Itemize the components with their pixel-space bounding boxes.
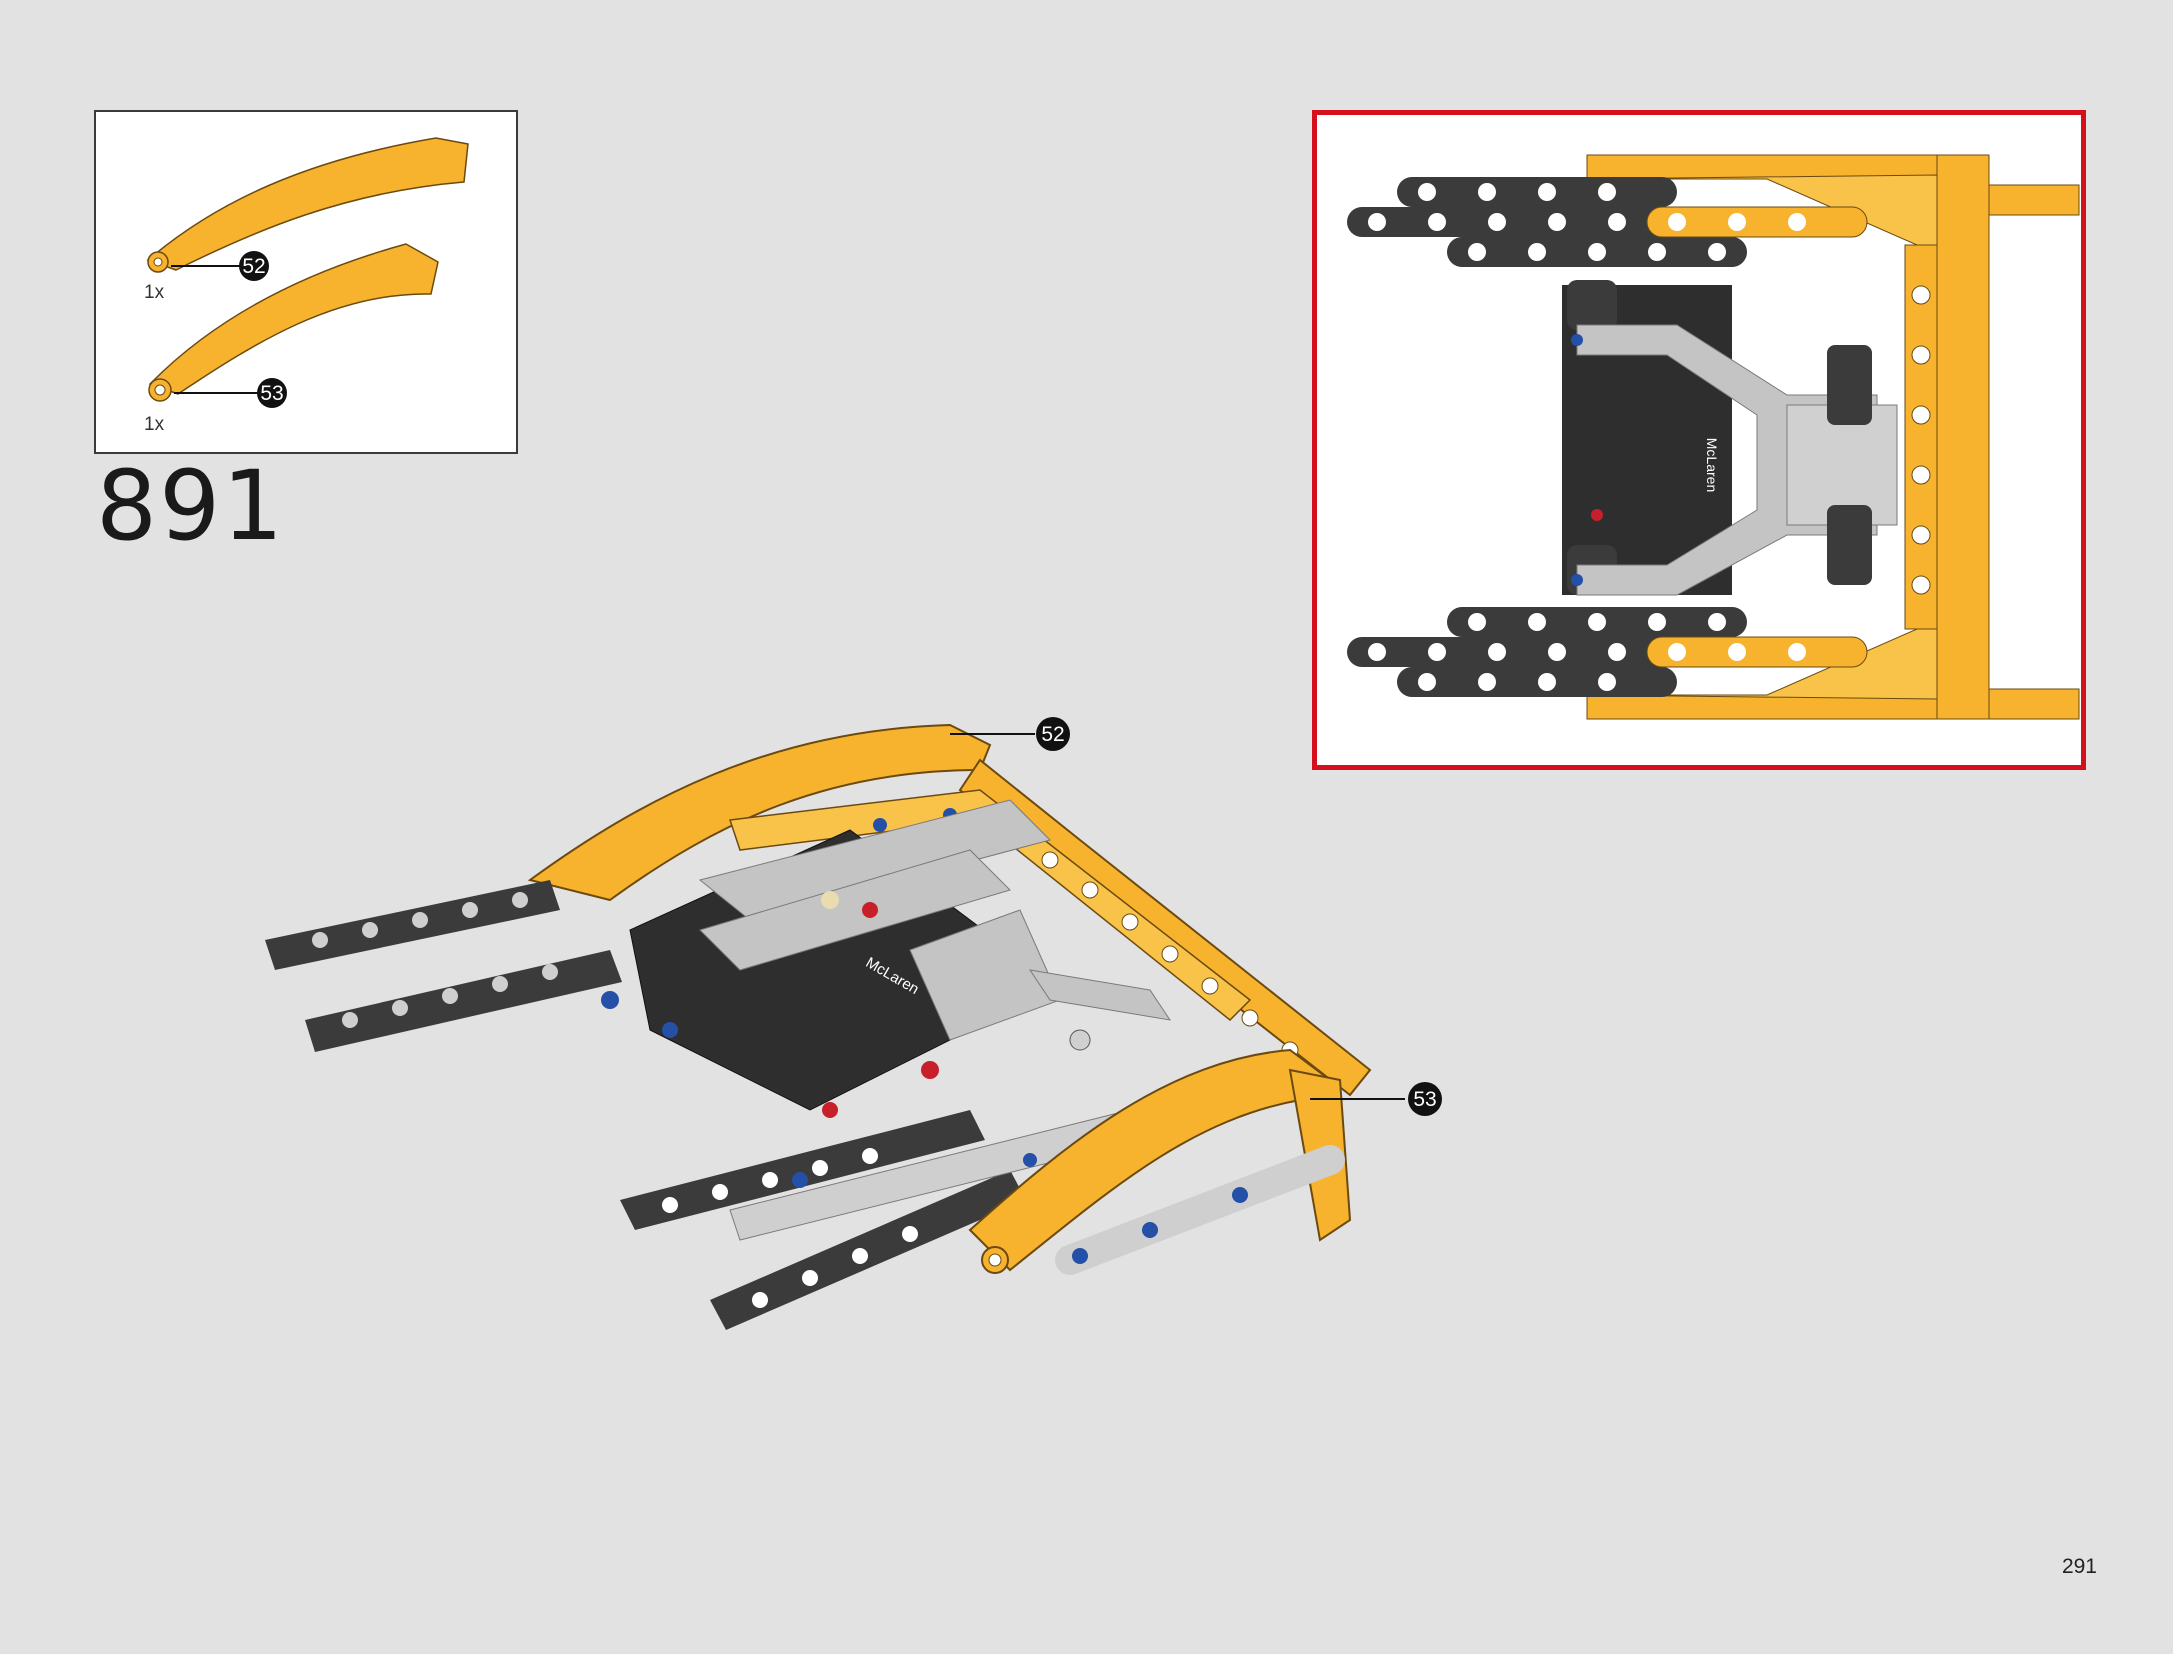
parts-list-box: 52 53 1x 1x	[94, 110, 518, 454]
dark-beams-bottom	[1347, 607, 1868, 697]
assembly-callout-52: 52	[950, 717, 1070, 751]
detail-callout-box: McLaren	[1312, 110, 2086, 770]
top-view-illustration: McLaren	[1347, 154, 2080, 720]
part-quantity-52: 1x	[144, 282, 165, 303]
curved-panel-52	[527, 723, 992, 902]
page-number: 291	[2061, 1555, 2097, 1578]
parts-illustration	[146, 137, 469, 408]
yellow-frame	[1586, 154, 2080, 720]
main-assembly-illustration: McLaren 52 53	[250, 700, 1550, 1445]
curved-panel-53	[968, 1048, 1352, 1275]
curved-panel-part-52	[146, 137, 469, 281]
dark-beams-front	[620, 1109, 1141, 1330]
assembly-callout-53: 53	[1310, 1082, 1442, 1116]
step-number: 891	[96, 450, 286, 562]
assembly-callout-53-label: 53	[1413, 1088, 1436, 1111]
curved-panel-part-53	[148, 243, 439, 408]
assembly-callout-52-label: 52	[1041, 723, 1064, 746]
dark-beams-left	[265, 880, 622, 1052]
central-mechanism: McLaren	[601, 799, 1172, 1188]
central-mechanism: McLaren	[1562, 280, 1898, 596]
dark-beams-top	[1347, 177, 1868, 267]
callout-brand-text: McLaren	[1704, 438, 1720, 492]
assembly-svg: McLaren 52 53	[265, 717, 1442, 1330]
part-quantity-53: 1x	[144, 414, 165, 435]
